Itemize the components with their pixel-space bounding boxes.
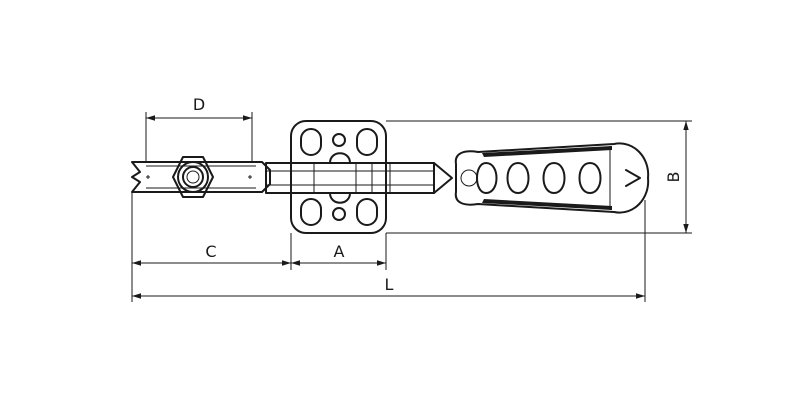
dimension-label-a: A — [334, 242, 345, 261]
clamp-spindle — [131, 161, 271, 193]
dimension-label-b: B — [664, 172, 683, 183]
clamp-arm — [265, 152, 453, 204]
base-plate — [290, 120, 387, 234]
handle-grip — [454, 142, 650, 214]
dimension-label-l: L — [385, 275, 394, 294]
hex-nut — [172, 156, 214, 198]
dimension-label-d: D — [193, 95, 205, 114]
dimension-label-c: C — [205, 242, 216, 261]
dimension-lines — [132, 115, 689, 299]
